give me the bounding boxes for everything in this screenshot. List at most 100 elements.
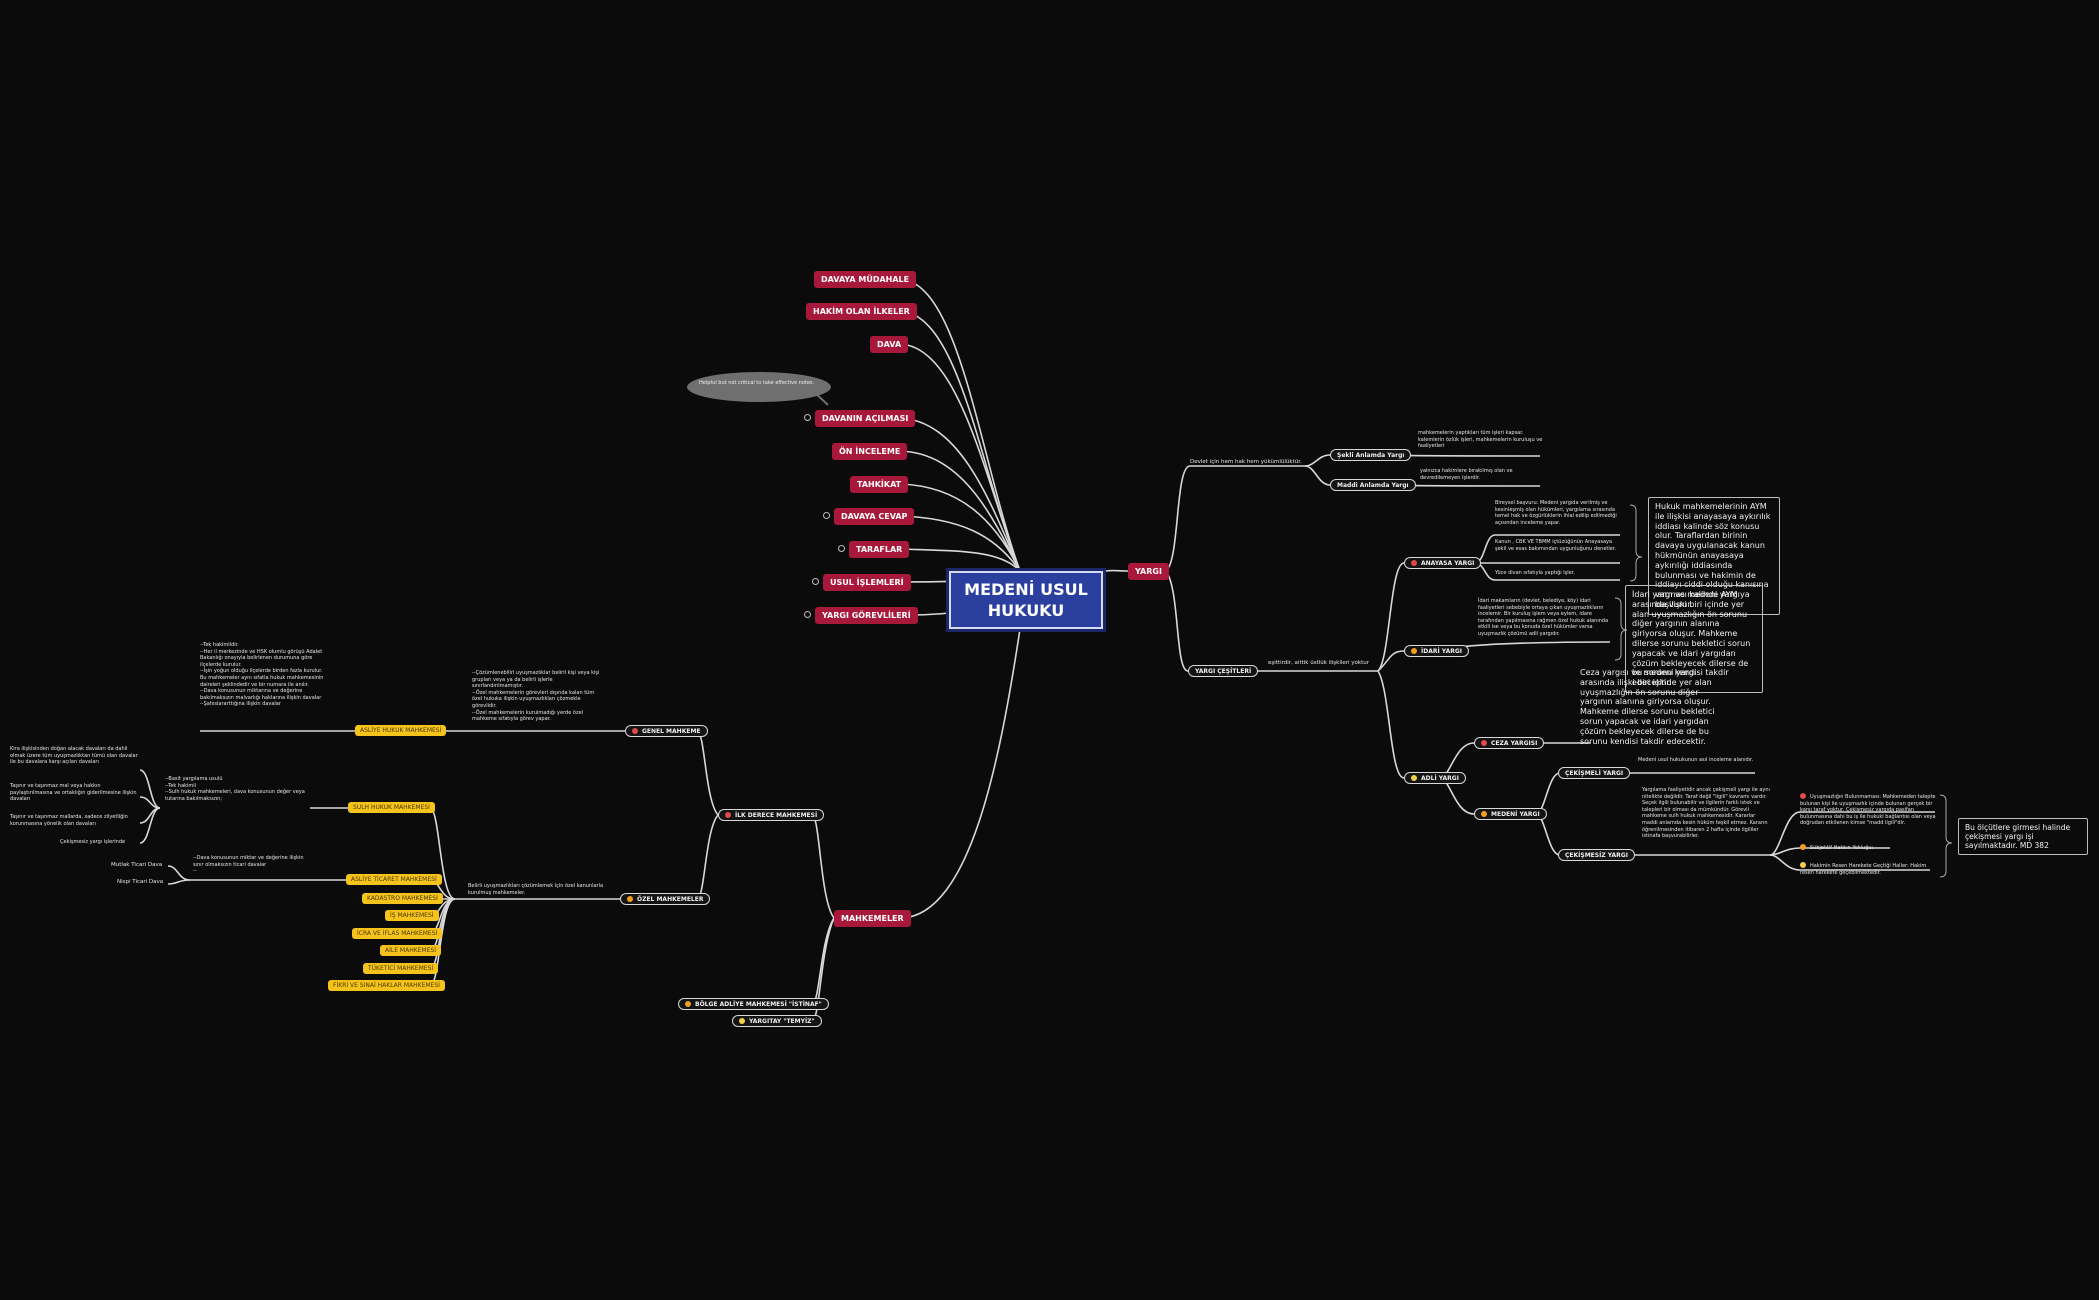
ceza-note: Ceza yargısı ve medeni yargı arasında il… bbox=[1580, 668, 1715, 746]
cekismeli-yargi[interactable]: ÇEKİŞMELİ YARGI bbox=[1558, 767, 1631, 779]
cekismesiz-item-3-text: Hakimin Resen Harekete Geçtiği Haller: H… bbox=[1800, 863, 1927, 876]
cekismeli-text: Medeni usul hukukunun asıl inceleme alan… bbox=[1638, 757, 1754, 763]
idari-text: İdari makamların (devlet, belediye, köy)… bbox=[1478, 598, 1609, 637]
maddi-anlamda-yargi[interactable]: Maddi Anlamda Yargı bbox=[1330, 479, 1416, 491]
sulh-item-3: Taşınır ve taşınmaz mallarda, sadece zil… bbox=[10, 814, 128, 827]
asliye-ticaret-mahkemesi[interactable]: ASLİYE TİCARET MAHKEMESİ bbox=[346, 874, 442, 885]
link-davaya-mudahale bbox=[899, 278, 1021, 572]
cekismesiz-text: Yargılama faaliyetidir ancak çekişmeli y… bbox=[1642, 787, 1770, 840]
sulh-item-2: Taşınır ve taşınmaz mal veya hakkın payl… bbox=[10, 783, 137, 803]
expand-icon[interactable] bbox=[804, 611, 811, 618]
medeni-label: MEDENİ YARGI bbox=[1491, 811, 1540, 818]
cekismesiz-item-2: Sübjektif Hakkın Yokluğu: bbox=[1800, 844, 1920, 852]
expand-icon[interactable] bbox=[823, 512, 830, 519]
maddi-text: yalnızca hakimlere bırakılmış olan ve de… bbox=[1420, 468, 1513, 481]
priority-icon bbox=[1411, 560, 1417, 566]
ozel-mahkemeler[interactable]: ÖZEL MAHKEMELER bbox=[620, 893, 711, 905]
icra-iflas-mahkemesi[interactable]: İCRA VE İFLAS MAHKEMESİ bbox=[352, 928, 443, 939]
note-bubble: Helpful but not critical to take effecti… bbox=[687, 372, 831, 402]
idari-label: İDARİ YARGI bbox=[1421, 648, 1462, 655]
bolge-adliye-mahkemesi[interactable]: BÖLGE ADLİYE MAHKEMESİ "İSTİNAF" bbox=[678, 998, 829, 1010]
yargi-cesitleri[interactable]: YARGI ÇEŞİTLERİ bbox=[1188, 665, 1259, 677]
aile-mahkemesi[interactable]: AİLE MAHKEMESİ bbox=[380, 945, 441, 956]
sekli-text: mahkemelerin yaptıkları tüm işleri kapsa… bbox=[1418, 430, 1543, 450]
link-davaya-cevap bbox=[899, 515, 1021, 572]
sulh-hukuk-mahkemesi[interactable]: SULH HUKUK MAHKEMESİ bbox=[348, 802, 435, 813]
cekismesiz-item-2-text: Sübjektif Hakkın Yokluğu: bbox=[1810, 845, 1874, 851]
topic-dava[interactable]: DAVA bbox=[870, 336, 909, 353]
topic-davaya-mudahale[interactable]: DAVAYA MÜDAHALE bbox=[814, 271, 917, 288]
yargi-cesitleri-text: eşittirdir, aittik üstlük ilişkileri yok… bbox=[1268, 660, 1370, 666]
topic-on-inceleme[interactable]: ÖN İNCELEME bbox=[832, 443, 908, 460]
expand-icon[interactable] bbox=[804, 414, 811, 421]
expand-icon[interactable] bbox=[812, 578, 819, 585]
sulh-text: --Basit yargılama usulü --Tek hakimli --… bbox=[165, 776, 305, 802]
ilk-derece-mahkemesi[interactable]: İLK DERECE MAHKEMESİ bbox=[718, 809, 825, 821]
link-yargi-devlet bbox=[1165, 465, 1305, 572]
bracket-cekismesiz bbox=[1939, 794, 1953, 878]
yargitay-label: YARGITAY "TEMYİZ" bbox=[749, 1018, 815, 1025]
cekismesiz-item-3: Hakimin Resen Harekete Geçtiği Haller: H… bbox=[1800, 862, 1935, 876]
adli-yargi[interactable]: ADLİ YARGI bbox=[1404, 772, 1466, 784]
mutlak-ticari-dava: Mutlak Ticari Dava bbox=[111, 862, 163, 868]
yargi-devlet-text: Devlet için hem hak hem yükümlülüktür. bbox=[1190, 459, 1302, 465]
ticaret-text: --Dava konusunun miktar ve değerine iliş… bbox=[193, 855, 304, 875]
tuketici-mahkemesi[interactable]: TÜKETİCİ MAHKEMESİ bbox=[363, 963, 439, 974]
priority-icon bbox=[685, 1001, 691, 1007]
anayasa-label: ANAYASA YARGI bbox=[1421, 560, 1475, 567]
anayasa-item-1: Bireysel başvuru: Medeni yargıda verilmi… bbox=[1495, 500, 1617, 526]
cekismesiz-yargi[interactable]: ÇEKİŞMESİZ YARGI bbox=[1558, 849, 1635, 861]
link-dava bbox=[899, 343, 1021, 572]
nispi-ticari-dava: Nispi Ticari Dava bbox=[117, 879, 164, 885]
ozel-text: Belirli uyuşmazlıkları çözümlemek için ö… bbox=[468, 883, 604, 896]
topic-taraflar[interactable]: TARAFLAR bbox=[849, 541, 910, 558]
priority-icon bbox=[1800, 844, 1806, 850]
ceza-yargisi[interactable]: CEZA YARGISI bbox=[1474, 737, 1545, 749]
is-mahkemesi[interactable]: İŞ MAHKEMESİ bbox=[385, 910, 439, 921]
topic-davaya-cevap[interactable]: DAVAYA CEVAP bbox=[834, 508, 915, 525]
idari-note: İdari yargı ve medeni yargı arasında ili… bbox=[1625, 585, 1763, 693]
ilk-derece-label: İLK DERECE MAHKEMESİ bbox=[735, 812, 818, 819]
topic-tahkikat[interactable]: TAHKİKAT bbox=[850, 476, 909, 493]
anayasa-yargi[interactable]: ANAYASA YARGI bbox=[1404, 557, 1482, 569]
link-on-inceleme bbox=[899, 450, 1021, 572]
priority-icon bbox=[1411, 775, 1417, 781]
priority-icon bbox=[627, 896, 633, 902]
final-note: Bu ölçütlere girmesi halinde çekişmesi y… bbox=[1958, 818, 2088, 855]
expand-icon[interactable] bbox=[838, 545, 845, 552]
link-tahkikat bbox=[899, 483, 1021, 572]
asliye-hukuk-mahkemesi[interactable]: ASLİYE HUKUK MAHKEMESİ bbox=[355, 725, 447, 736]
bracket-idari bbox=[1614, 597, 1628, 661]
priority-icon bbox=[1481, 740, 1487, 746]
priority-icon bbox=[739, 1018, 745, 1024]
idari-yargi[interactable]: İDARİ YARGI bbox=[1404, 645, 1469, 657]
link-taraflar bbox=[899, 548, 1021, 572]
link-mahkemeler bbox=[899, 628, 1021, 919]
priority-icon bbox=[725, 812, 731, 818]
medeni-yargi[interactable]: MEDENİ YARGI bbox=[1474, 808, 1547, 820]
cekismesiz-item-1-text: Uyuşmazlığın Bulunmaması: Mahkemeden tal… bbox=[1800, 794, 1936, 827]
asliye-text: --Tek hakimlidir. --Her il merkezinde ve… bbox=[200, 642, 324, 708]
genel-mahkeme[interactable]: GENEL MAHKEME bbox=[625, 725, 708, 737]
priority-icon bbox=[1800, 793, 1806, 799]
priority-icon bbox=[1481, 811, 1487, 817]
topic-usul-islemleri[interactable]: USUL İŞLEMLERİ bbox=[823, 574, 911, 591]
priority-icon bbox=[1800, 862, 1806, 868]
yargitay[interactable]: YARGITAY "TEMYİZ" bbox=[732, 1015, 822, 1027]
sekli-anlamda-yargi[interactable]: Şekli Anlamda Yargı bbox=[1330, 449, 1412, 461]
topic-mahkemeler[interactable]: MAHKEMELER bbox=[834, 910, 911, 927]
topic-hakim-olan-ilkeler[interactable]: HAKİM OLAN İLKELER bbox=[806, 303, 917, 320]
fikri-sinai-haklar-mahkemesi[interactable]: FİKRİ VE SINAİ HAKLAR MAHKEMESİ bbox=[328, 980, 445, 991]
anayasa-note: Hukuk mahkemelerinin AYM ile ilişkisi an… bbox=[1648, 497, 1780, 615]
root-topic[interactable]: MEDENİ USUL HUKUKU bbox=[949, 571, 1103, 629]
sulh-item-1: Kira ilişkisinden doğan alacak davaları … bbox=[10, 746, 138, 766]
ceza-label: CEZA YARGISI bbox=[1491, 740, 1538, 747]
kadastro-mahkemesi[interactable]: KADASTRO MAHKEMESİ bbox=[362, 893, 443, 904]
bracket-anayasa bbox=[1629, 504, 1643, 582]
topic-yargi[interactable]: YARGI bbox=[1128, 563, 1169, 580]
genel-text: --Çözümlenebilirl uyuşmazlıklar belirli … bbox=[472, 670, 600, 723]
ozel-label: ÖZEL MAHKEMELER bbox=[637, 896, 704, 903]
genel-label: GENEL MAHKEME bbox=[642, 728, 701, 735]
topic-davanin-acilmasi[interactable]: DAVANIN AÇILMASI bbox=[815, 410, 916, 427]
topic-yargi-gorevlileri[interactable]: YARGI GÖREVLİLERİ bbox=[815, 607, 918, 624]
